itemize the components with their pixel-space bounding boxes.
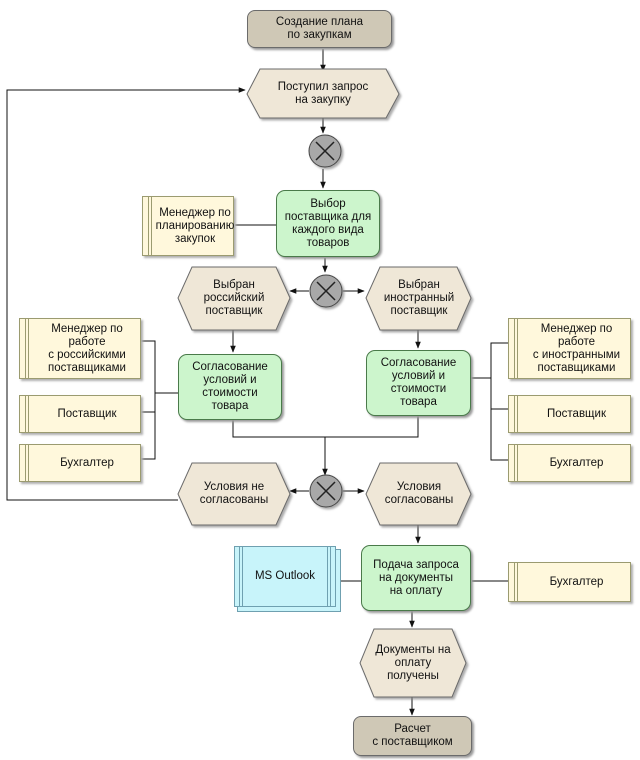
event-not-agreed: Условия не согласованы bbox=[199, 481, 269, 506]
edge-agree-right-to-join bbox=[325, 416, 419, 438]
role-manager-russian: Менеджер по работе с российскими поставщ… bbox=[19, 318, 141, 379]
end-node: Расчет с поставщиком bbox=[353, 716, 472, 756]
event-agreed-shape bbox=[365, 462, 472, 526]
event-foreign-shape bbox=[365, 266, 472, 331]
function-docs-request: Подача запроса на документы на оплату bbox=[361, 545, 471, 611]
role-manager-foreign: Менеджер по работе с иностранными постав… bbox=[508, 318, 631, 379]
role-supplier-right: Поставщик bbox=[508, 395, 631, 433]
system-ms-outlook-label: MS Outlook bbox=[254, 570, 316, 582]
function-select-supplier: Выбор поставщика для каждого вида товаро… bbox=[276, 190, 380, 257]
event-not-agreed-shape bbox=[177, 462, 291, 526]
system-ms-outlook: MS Outlook bbox=[234, 546, 336, 607]
event-foreign-supplier: Выбран иностранный поставщик bbox=[383, 279, 455, 317]
edge-agree-left-to-join bbox=[232, 420, 325, 438]
event-request-shape bbox=[246, 68, 400, 119]
edge-loop-back bbox=[6, 87, 246, 501]
edge-right-roles-bracket bbox=[490, 342, 508, 461]
event-request: Поступил запрос на закупку bbox=[277, 80, 369, 106]
role-accountant-docs: Бухгалтер bbox=[508, 562, 631, 602]
role-accountant-right: Бухгалтер bbox=[508, 444, 631, 482]
event-russian-shape bbox=[177, 266, 291, 331]
event-docs-received-shape bbox=[359, 628, 467, 698]
xor-connector-3 bbox=[309, 474, 343, 508]
xor-connector-2 bbox=[309, 274, 343, 308]
role-accountant-left: Бухгалтер bbox=[19, 444, 141, 482]
role-supplier-left: Поставщик bbox=[19, 395, 141, 433]
role-planner: Менеджер по планированию закупок bbox=[142, 196, 234, 256]
start-node: Создание плана по закупкам bbox=[247, 10, 392, 48]
function-agree-right: Согласование условий и стоимости товара bbox=[366, 350, 471, 416]
event-russian-supplier: Выбран российский поставщик bbox=[203, 279, 265, 317]
xor-connector-1 bbox=[308, 134, 342, 168]
function-agree-left: Согласование условий и стоимости товара bbox=[178, 354, 282, 420]
event-agreed: Условия согласованы bbox=[384, 481, 454, 506]
event-docs-received: Документы на оплату получены bbox=[375, 643, 451, 682]
edge-left-roles-bracket bbox=[141, 340, 156, 460]
